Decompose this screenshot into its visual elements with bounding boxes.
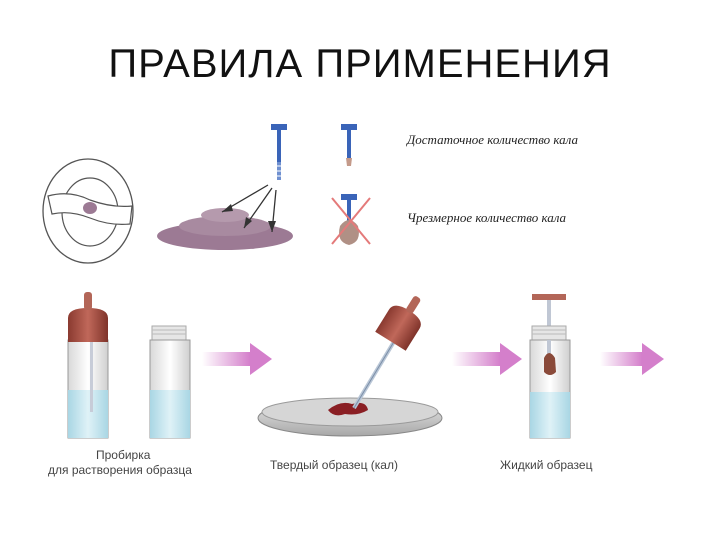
caption-tube-line2: для растворения образца [48, 463, 192, 477]
arrow-right-icon [452, 343, 522, 375]
probe-excessive-icon [331, 194, 371, 245]
stool-sample-pile [157, 184, 293, 250]
arrow-right-icon [600, 343, 664, 375]
note-excessive-amount: Чрезмерное количество кала [407, 210, 567, 225]
toilet-seat-icon [42, 158, 134, 264]
liquid-sample-tube [529, 294, 571, 439]
collection-tube-capped [67, 292, 109, 439]
note-sufficient-amount: Достаточное количество кала [407, 132, 579, 147]
sampling-probe-icon [271, 124, 287, 180]
slide-title: ПРАВИЛА ПРИМЕНЕНИЯ [108, 42, 612, 86]
solid-sample-plate [257, 397, 443, 437]
caption-liquid-sample: Жидкий образец [500, 458, 593, 472]
arrow-right-icon [202, 343, 272, 375]
collection-tube-open [149, 325, 191, 439]
caption-solid-sample: Твердый образец (кал) [270, 458, 398, 472]
probe-in-sample [352, 296, 421, 410]
probe-sufficient-icon [341, 124, 357, 166]
caption-tube-line1: Пробирка [96, 448, 151, 462]
